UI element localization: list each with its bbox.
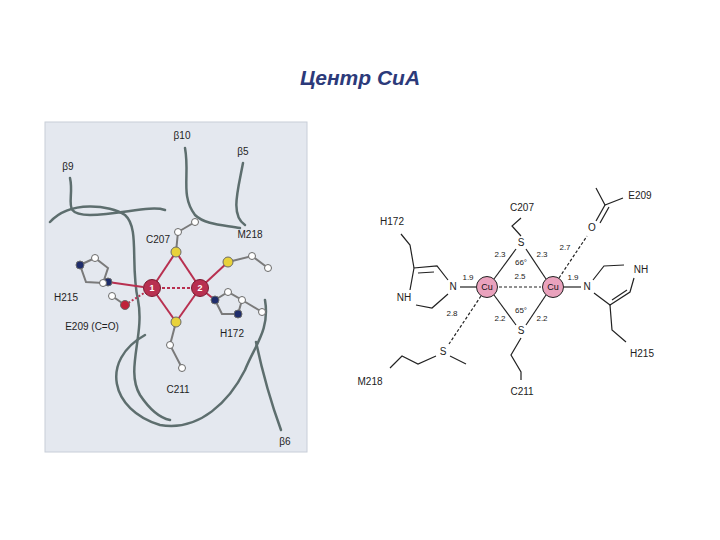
copper-ion-ball: 1	[143, 279, 161, 297]
structure-label: C211	[166, 385, 189, 395]
copper-atom: Cu	[476, 276, 498, 298]
weak-bond	[559, 236, 587, 278]
sulfur-atom	[171, 317, 181, 327]
nitrogen-atom	[234, 310, 242, 318]
side-chain	[511, 338, 521, 380]
carbon-atom	[109, 293, 116, 300]
sulfur-atom	[223, 257, 233, 267]
formula-label: H172	[380, 217, 404, 227]
carbon-atom	[192, 219, 199, 226]
side-chain	[401, 234, 414, 268]
imidazole-ring	[593, 265, 624, 280]
formula-label: 2.3	[494, 251, 505, 259]
carbon-atom	[179, 365, 186, 372]
carbon-atom	[92, 255, 99, 262]
formula-label: NH	[397, 293, 411, 303]
formula-label: 2.2	[494, 315, 505, 323]
bond	[494, 295, 516, 325]
atom-label: Cu	[481, 283, 493, 292]
formula-label: 66°	[515, 259, 527, 267]
formula-label: 2.3	[536, 251, 547, 259]
structure-label: β6	[279, 437, 290, 447]
structure-label: M218	[237, 230, 262, 240]
side-chains	[80, 222, 268, 368]
formula-label: 2.2	[536, 315, 547, 323]
atom-label: 1	[149, 284, 154, 293]
loop	[50, 206, 170, 420]
formula-label: 1.9	[567, 274, 578, 282]
carbon-atom	[265, 265, 272, 272]
strand	[236, 163, 245, 225]
formula-label: N	[449, 282, 456, 292]
title: Центр CuA	[0, 66, 720, 90]
formula-label: M218	[357, 377, 382, 387]
double-bond	[600, 207, 609, 223]
formula-label: 2.7	[559, 244, 570, 252]
double-bond	[612, 290, 627, 300]
imidazole-ring	[594, 278, 634, 305]
formula-label: S	[518, 326, 525, 336]
atoms	[76, 219, 272, 372]
methyl	[450, 356, 466, 364]
structure-label: E209 (C=O)	[65, 322, 119, 332]
bond	[108, 282, 143, 287]
double-bond	[596, 205, 605, 221]
formula-label: S	[518, 238, 525, 248]
double-bond	[418, 272, 434, 273]
structure-label: β5	[237, 147, 248, 157]
copper-copper-bond	[162, 287, 190, 289]
formula-label: S	[440, 347, 447, 357]
carbon-atom	[100, 280, 107, 287]
formula-label: O	[588, 223, 596, 233]
structure-label: H172	[220, 329, 244, 339]
protein-ribbon	[50, 148, 281, 430]
copper-atom: Cu	[542, 276, 564, 298]
bond	[460, 286, 476, 287]
carbon-atom	[167, 342, 174, 349]
formula-label: NH	[634, 265, 648, 275]
formula-label: C207	[510, 203, 534, 213]
distance-label: 2.5	[513, 273, 526, 281]
image-panel	[45, 122, 307, 452]
copper-ion-ball: 2	[191, 279, 209, 297]
structure-label: β9	[62, 162, 73, 172]
oxygen-atom	[121, 301, 130, 310]
carbon-atom	[225, 289, 232, 296]
formula-label: H215	[630, 349, 654, 359]
carbon-atom	[249, 253, 256, 260]
formula-label: 2.8	[446, 310, 457, 318]
sulfur-atom	[171, 247, 181, 257]
structure-label: C207	[146, 235, 170, 245]
structure-label: H215	[54, 293, 78, 303]
side-chain	[390, 356, 436, 368]
formula-label: E209	[628, 191, 651, 201]
loop	[116, 300, 266, 426]
bond	[564, 286, 581, 287]
carbon-atom	[259, 309, 266, 316]
side-chain	[596, 188, 623, 205]
carbon-atom	[175, 229, 182, 236]
atom-label: Cu	[547, 283, 559, 292]
nitrogen-atom	[211, 296, 219, 304]
formula-label: 65°	[515, 307, 527, 315]
nitrogen-atom	[76, 261, 84, 269]
side-chain	[512, 218, 521, 236]
weak-bond	[449, 296, 481, 344]
structural-formula	[390, 188, 634, 380]
imidazole-ring	[410, 266, 448, 290]
imidazole-ring	[416, 294, 448, 308]
carbon-atom	[239, 297, 246, 304]
copper-copper-bond	[499, 286, 541, 287]
formula-label: N	[583, 282, 590, 292]
stick	[228, 256, 268, 268]
structure-label: β10	[174, 131, 191, 141]
strand	[256, 342, 281, 430]
strand	[185, 148, 240, 228]
side-chain	[610, 305, 626, 342]
strand	[70, 178, 165, 215]
formula-label: 1.9	[462, 274, 473, 282]
formula-label: C211	[510, 387, 533, 397]
atom-label: 2	[197, 284, 202, 293]
